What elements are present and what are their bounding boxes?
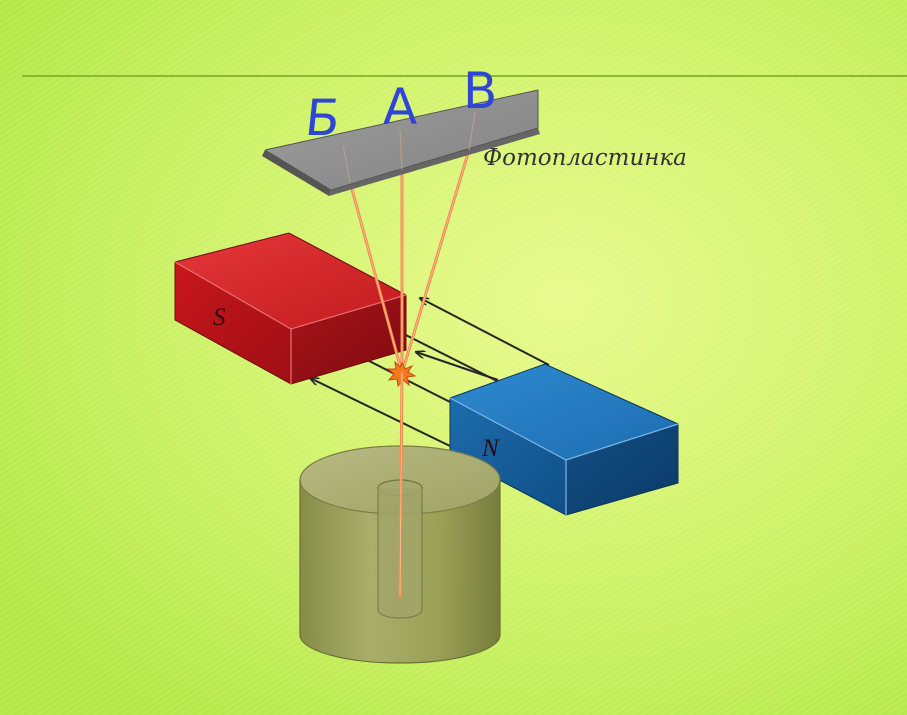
field-arrow bbox=[310, 378, 451, 447]
photo-plate bbox=[262, 89, 540, 196]
field-arrow bbox=[416, 352, 499, 381]
south-magnet-front bbox=[175, 262, 291, 384]
photo-plate-edge bbox=[262, 150, 331, 196]
beam-letter-right: В bbox=[463, 62, 497, 120]
beam-letter-left: Б bbox=[303, 88, 343, 147]
north-magnet: N bbox=[449, 363, 679, 516]
north-magnet-top bbox=[450, 364, 678, 460]
south-pole-label: S bbox=[213, 304, 226, 331]
north-pole-label: N bbox=[481, 435, 500, 462]
photo-plate-label: Фотопластинка bbox=[483, 145, 687, 171]
south-magnet-top bbox=[175, 233, 406, 329]
beam-letter-center: А bbox=[383, 78, 417, 136]
north-magnet-side bbox=[566, 424, 678, 515]
south-magnet-side bbox=[291, 295, 406, 384]
south-magnet: S bbox=[174, 232, 407, 385]
north-magnet-front bbox=[450, 398, 566, 515]
photo-plate-surface bbox=[265, 90, 538, 190]
beam-letters: Б А В bbox=[303, 62, 498, 147]
field-arrow bbox=[420, 298, 550, 366]
